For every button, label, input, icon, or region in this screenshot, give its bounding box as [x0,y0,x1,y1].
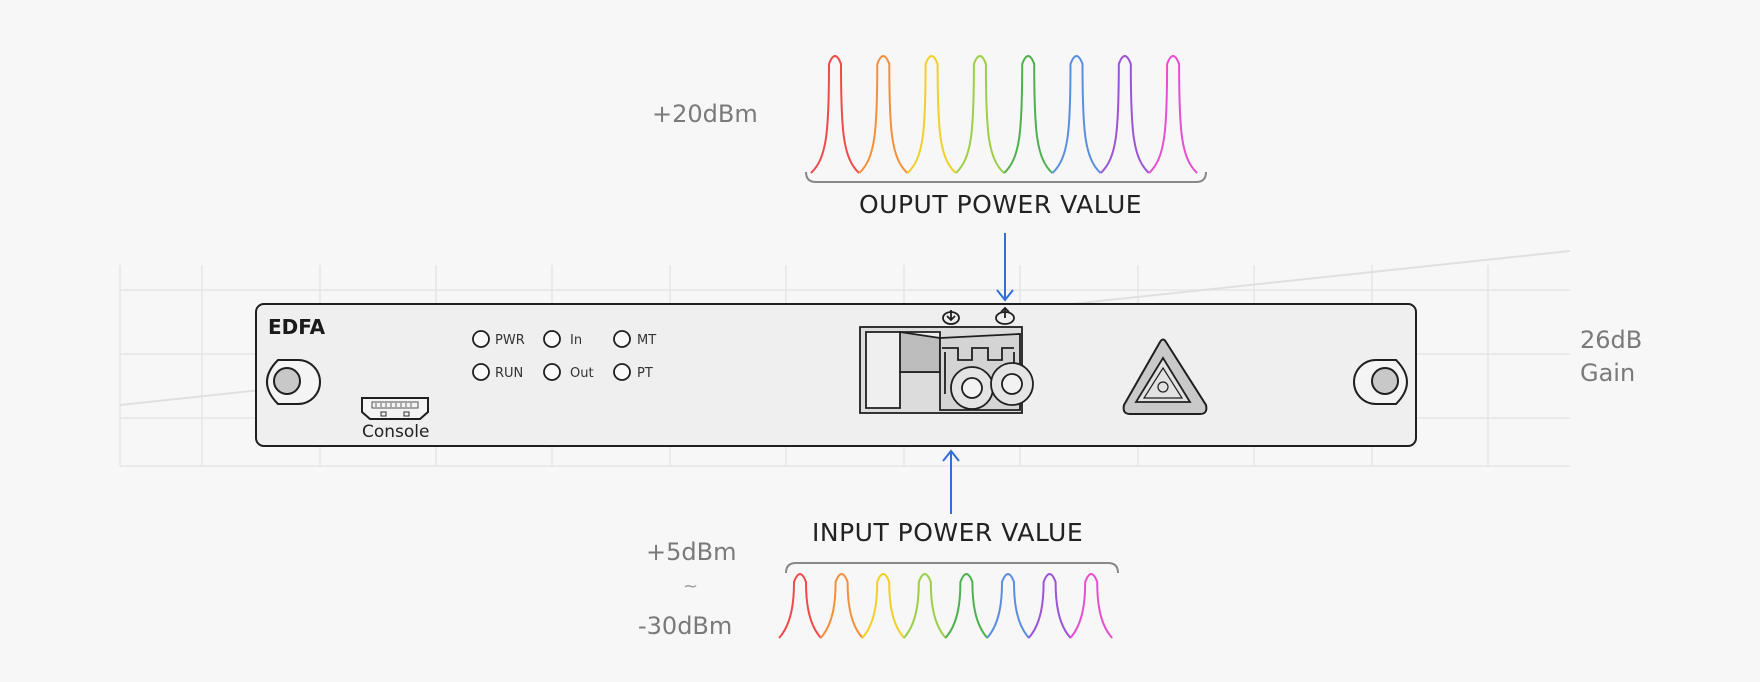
right-mount-ear [1353,359,1408,405]
input-spectrum [778,573,1113,639]
left-screw-icon [273,367,301,395]
output-power-level: +20dBm [652,100,758,128]
input-peak-8 [1069,573,1113,639]
output-peak-5 [1003,55,1053,174]
input-peak-7 [1027,573,1072,639]
input-power-high: +5dBm [646,538,737,566]
led-in [543,330,561,348]
gain-label: Gain [1580,359,1636,387]
device-name: EDFA [268,315,326,339]
console-label: Console [362,422,430,442]
led-out [543,363,561,381]
led-label-in: In [570,333,583,348]
port-direction-icons [942,306,1015,325]
input-power-separator: ~ [683,576,699,597]
led-label-mt: MT [637,333,657,348]
output-peak-4 [955,55,1005,174]
fiber-connector-module [859,326,1034,414]
led-label-out: Out [570,366,594,381]
output-peak-1 [810,55,860,174]
left-mount-ear [266,359,321,405]
output-peak-7 [1100,55,1150,174]
led-mt [613,330,631,348]
input-power-low: -30dBm [638,612,733,640]
console-port-icon[interactable] [361,397,429,420]
output-bracket [805,171,1207,183]
input-bracket [785,562,1119,574]
output-peak-8 [1148,55,1198,174]
led-label-pwr: PWR [495,333,525,348]
gain-value: 26dB [1580,326,1643,354]
status-leds [472,330,631,381]
input-arrow [942,449,960,514]
right-screw-icon [1371,367,1399,395]
input-peak-6 [986,573,1030,639]
output-peak-3 [906,55,957,174]
input-peak-1 [778,573,822,639]
input-peak-2 [819,573,864,639]
input-power-title: INPUT POWER VALUE [812,518,1084,547]
led-pt [613,363,631,381]
output-peak-2 [858,55,908,174]
output-peak-6 [1051,55,1102,174]
laser-warning-icon [1122,338,1208,415]
output-arrow [996,233,1014,302]
input-peak-3 [861,573,905,639]
output-spectrum [810,55,1198,174]
led-label-pt: PT [637,366,653,381]
input-peak-4 [903,573,947,639]
led-run [472,363,490,381]
input-peak-5 [944,573,989,639]
led-label-run: RUN [495,366,524,381]
edfa-panel [255,303,1417,447]
output-power-title: OUPUT POWER VALUE [859,190,1143,219]
led-pwr [472,330,490,348]
